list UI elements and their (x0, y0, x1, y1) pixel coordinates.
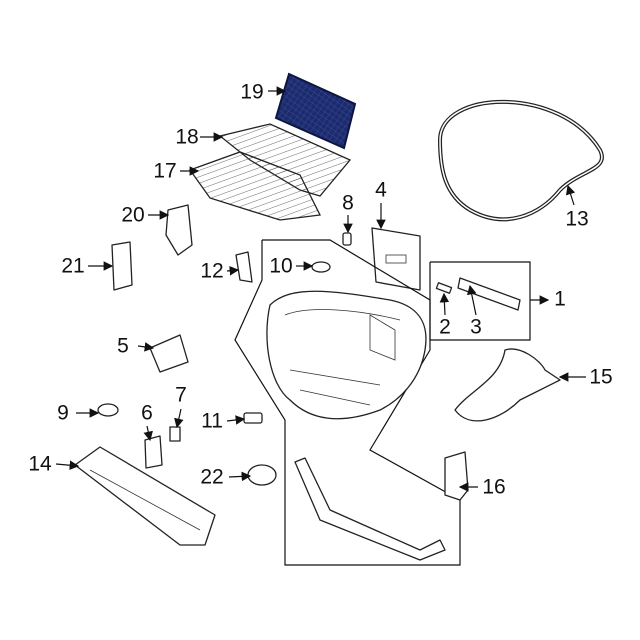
part-21 (111, 241, 133, 291)
callout-22: 22 (200, 465, 224, 489)
part-9 (97, 403, 119, 417)
part-15 (454, 348, 561, 422)
part-2 (435, 282, 453, 294)
part-bracket (294, 457, 446, 561)
callout-4: 4 (375, 178, 387, 202)
part-10 (311, 261, 331, 273)
callout-14: 14 (28, 452, 52, 476)
part-11 (243, 412, 263, 424)
callout-18: 18 (175, 125, 199, 149)
part-3 (457, 277, 521, 311)
callout-21: 21 (61, 254, 85, 278)
callout-13: 13 (565, 207, 589, 231)
part-12 (235, 251, 253, 283)
callout-3: 3 (470, 315, 482, 339)
callout-5: 5 (117, 334, 129, 358)
trunk-seal (437, 99, 604, 222)
cargo-net (274, 72, 357, 150)
part-8 (342, 232, 352, 246)
floor-board-lower (188, 151, 321, 221)
trunk-group-box (234, 239, 461, 566)
part-16 (444, 451, 469, 501)
part-20 (165, 204, 193, 256)
callout-19: 19 (240, 80, 264, 104)
part-22 (247, 464, 277, 486)
callout-15: 15 (589, 365, 613, 389)
callout-1: 1 (554, 287, 566, 311)
part-6 (144, 435, 163, 469)
callout-2: 2 (439, 315, 451, 339)
callout-10: 10 (269, 254, 293, 278)
callout-12: 12 (200, 259, 224, 283)
callout-16: 16 (482, 475, 506, 499)
part-7 (169, 426, 181, 442)
callout-6: 6 (141, 401, 153, 425)
part-5 (149, 334, 189, 373)
callout-20: 20 (121, 203, 145, 227)
part-14-sill-plate (74, 446, 216, 546)
part-4 (371, 227, 421, 291)
callout-9: 9 (57, 401, 69, 425)
callout-11: 11 (201, 409, 223, 433)
callout-17: 17 (153, 159, 177, 183)
trunk-tub (266, 290, 427, 420)
callout-8: 8 (342, 191, 354, 215)
callout-7: 7 (175, 383, 187, 407)
